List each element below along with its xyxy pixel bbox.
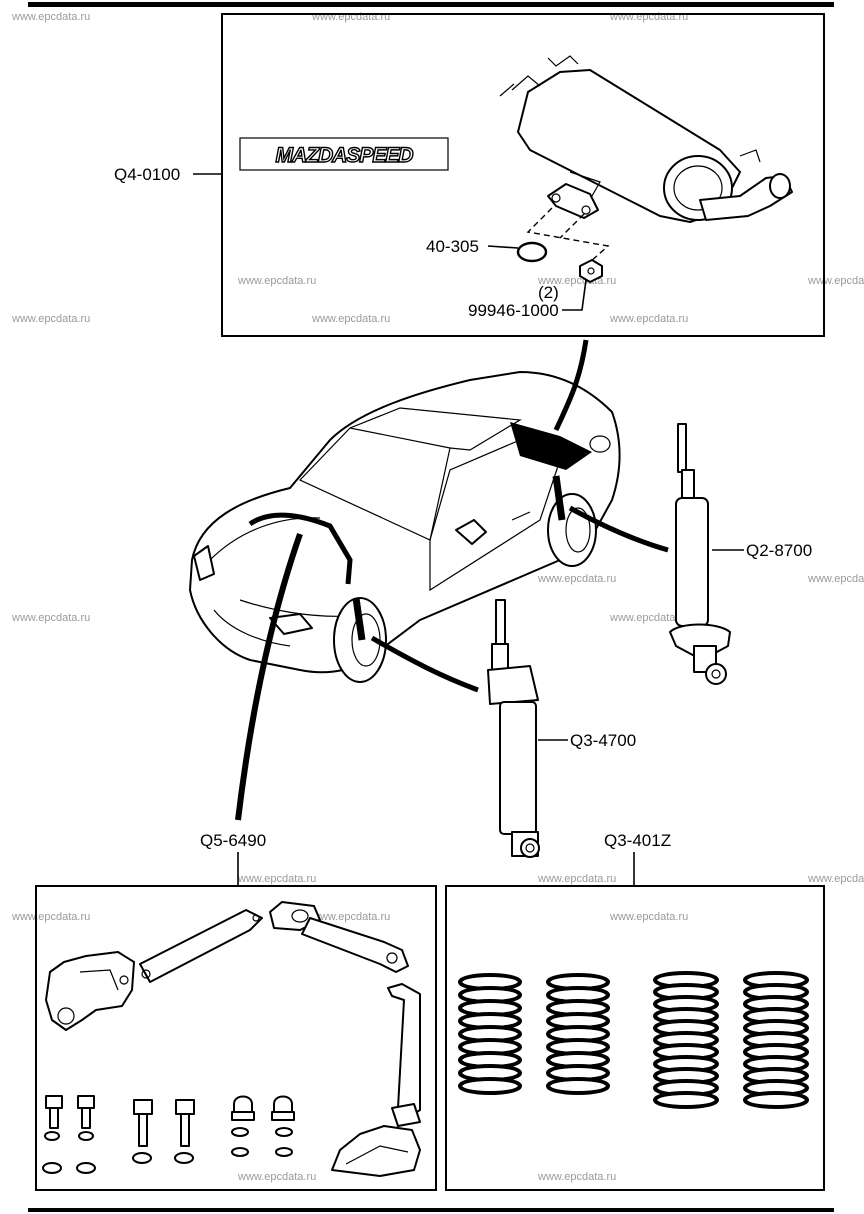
strut-bar-kit-panel [35, 885, 437, 1191]
flange-nut [579, 259, 603, 283]
watermark: www.epcdata.ru [807, 275, 864, 287]
bolt [133, 1099, 153, 1147]
strut-bar-right-arm [301, 917, 409, 973]
watermark: www.epcdata.ru [237, 1171, 316, 1183]
pointer-muffler [553, 339, 589, 432]
watermark: www.epcdata.ru [11, 612, 90, 624]
callout-front-shock: Q3-4700 [570, 731, 636, 750]
strut-tower-bracket-lower [331, 1125, 421, 1177]
coil-spring [458, 973, 522, 1095]
logo-text: MAZDASPEED [275, 144, 413, 167]
leader-line [562, 279, 587, 311]
watermark: www.epcdata.ru [537, 1171, 616, 1183]
callout-rear-shock: Q2-8700 [746, 541, 812, 560]
watermark: www.epcdata.ru [609, 11, 688, 23]
front-shock-absorber [487, 599, 540, 858]
callout-muffler-kit: Q4-0100 [114, 165, 180, 184]
coil-springs [458, 971, 809, 1109]
assembly-guide-line [559, 213, 585, 239]
pointer-rear-shock [568, 505, 669, 553]
callout-nut-quantity: (2) [538, 283, 559, 302]
coil-spring [546, 973, 610, 1095]
watermark: www.epcdata.ru [311, 313, 390, 325]
callout-gasket: 40-305 [426, 237, 479, 256]
spring-set-panel [445, 885, 825, 1191]
cap-nut [271, 1095, 295, 1121]
pointer-strut-bar [235, 533, 303, 821]
callout-nut: 99946-1000 [468, 301, 559, 320]
watermark: www.epcdata.ru [311, 11, 390, 23]
spring-coil-highlight [748, 1095, 804, 1105]
muffler-kit-panel [221, 13, 825, 337]
car-illustration [189, 371, 621, 683]
watermark: www.epcdata.ru [537, 873, 616, 885]
spring-coil-highlight [463, 1081, 517, 1091]
strut-tower-bracket [45, 951, 135, 1031]
bolt [175, 1099, 195, 1147]
callout-spring-set: Q3-401Z [604, 831, 671, 850]
watermark: www.epcdata.ru [237, 873, 316, 885]
watermark: www.epcdata.ru [807, 873, 864, 885]
washers [42, 1127, 293, 1174]
bolt [77, 1095, 95, 1129]
strut-bar-vertical-arm [387, 983, 421, 1127]
muffler [499, 55, 793, 223]
spring-coil [458, 1077, 522, 1095]
spring-coil [653, 1091, 719, 1109]
rear-shock-absorber [669, 423, 731, 685]
mazdaspeed-logo: MAZDASPEED [239, 137, 449, 171]
watermark: www.epcdata.ru [609, 911, 688, 923]
strut-bar-left-arm [139, 909, 263, 983]
top-rule [28, 2, 834, 7]
coil-spring [653, 971, 719, 1109]
bottom-rule [28, 1208, 834, 1212]
callout-strut-bar-kit: Q5-6490 [200, 831, 266, 850]
watermark: www.epcdata.ru [311, 911, 390, 923]
cap-nut [231, 1095, 255, 1121]
pointer-front-shock [370, 635, 479, 693]
bolt [45, 1095, 63, 1129]
assembly-guide-line [526, 207, 610, 263]
spring-coil [546, 1077, 610, 1095]
watermark: www.epcdata.ru [11, 11, 90, 23]
spring-coil-highlight [551, 1081, 605, 1091]
watermark: www.epcdata.ru [537, 573, 616, 585]
spring-coil [743, 1091, 809, 1109]
spring-coil-highlight [658, 1095, 714, 1105]
coil-spring [743, 971, 809, 1109]
watermark: www.epcdata.ru [609, 612, 688, 624]
watermark: www.epcdata.ru [237, 275, 316, 287]
watermark: www.epcdata.ru [11, 911, 90, 923]
gasket-ring [516, 241, 548, 263]
watermark: www.epcdata.ru [609, 313, 688, 325]
watermark: www.epcdata.ru [807, 573, 864, 585]
leader-line [487, 245, 519, 249]
watermark: www.epcdata.ru [11, 313, 90, 325]
